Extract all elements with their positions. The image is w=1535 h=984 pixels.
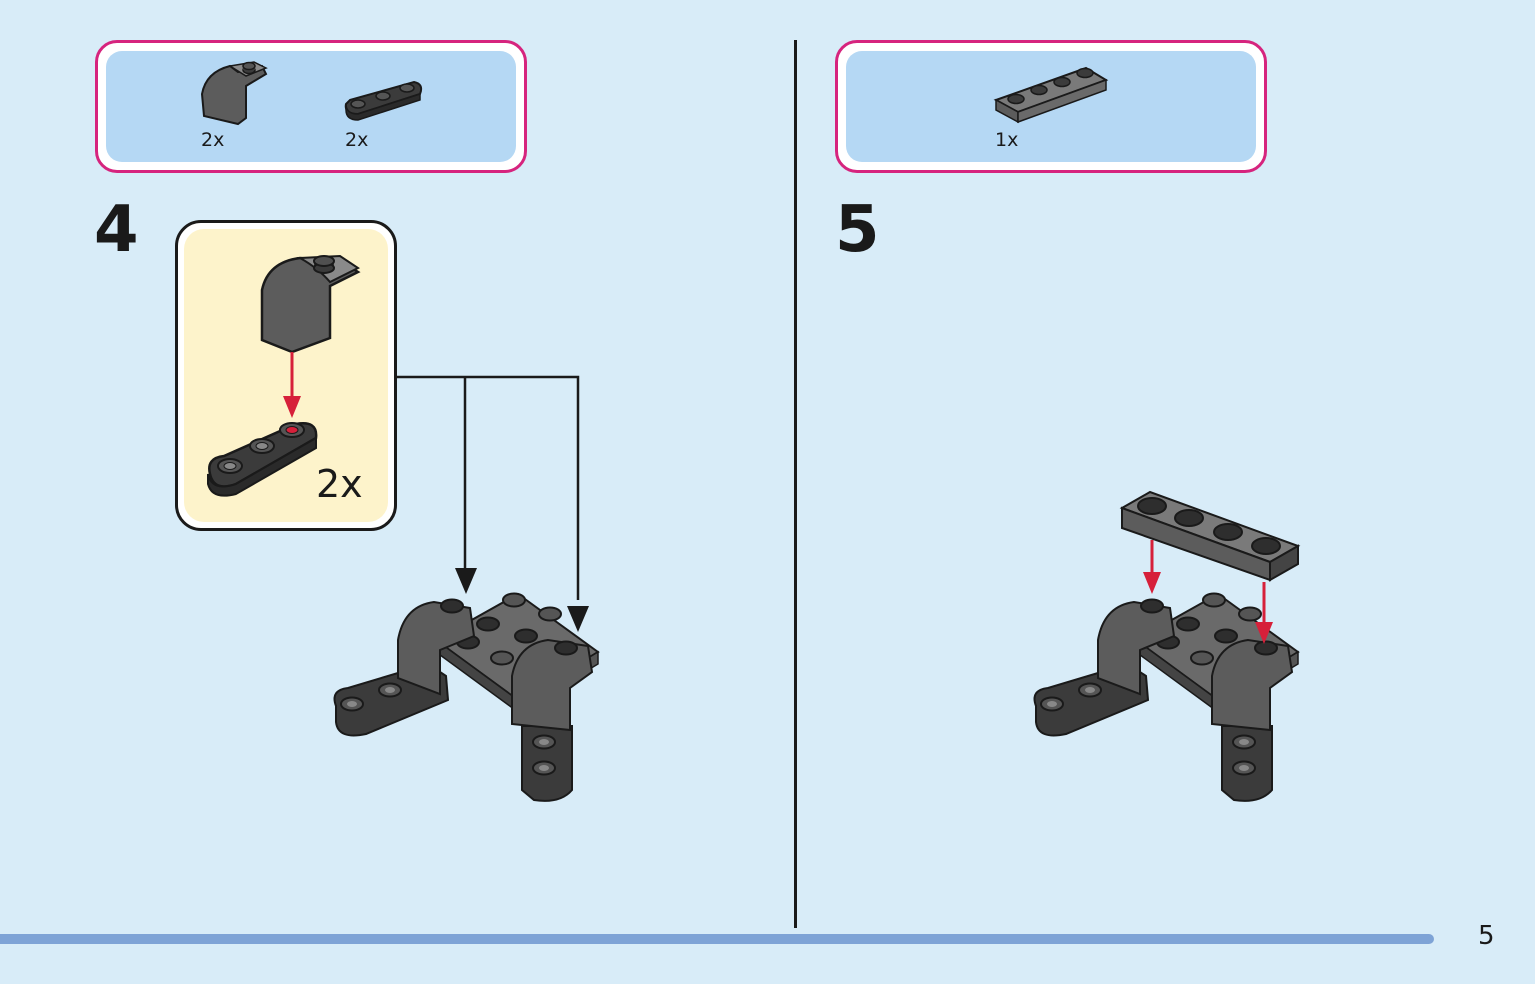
plate-1x4-icon [993,66,1109,124]
step4-parts-box [95,40,527,173]
step4-parts-inner [106,51,516,162]
page-divider [794,40,797,928]
step4-part1-qty: 2x [201,129,225,151]
page-number: 5 [1478,921,1495,951]
callout-rounded-plate [207,422,318,497]
step-number-4: 4 [94,193,139,267]
step5-part1-qty: 1x [995,129,1019,151]
step5-assembly-model [1033,490,1301,802]
step-number-5: 5 [835,193,880,267]
callout-quantity: 2x [316,462,363,506]
plate-1x3-rounded-icon [344,80,423,121]
callout-connector-lines [397,375,589,632]
callout-red-arrow [283,352,301,418]
page-footer-bar [0,934,1434,944]
step4-assembly-model [333,592,600,802]
curved-slope-brick-icon [200,61,268,126]
callout-slope-brick [260,254,361,354]
step4-part2-qty: 2x [345,129,369,151]
